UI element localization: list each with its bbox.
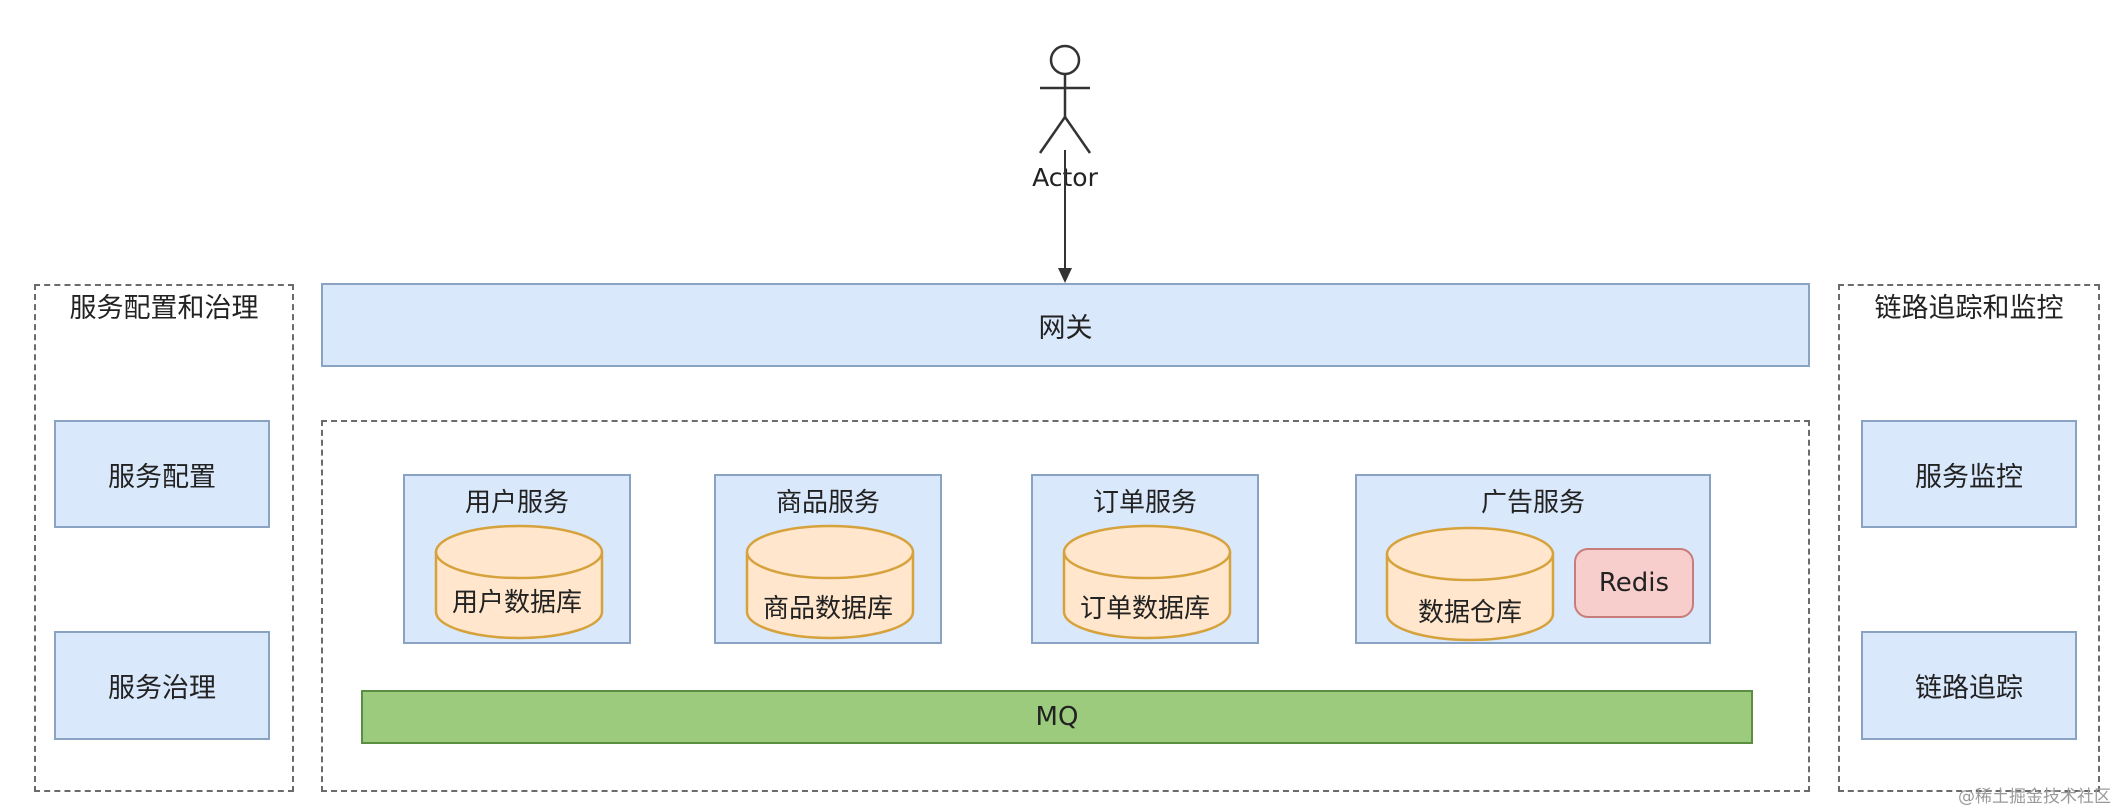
service-governance-label: 服务治理 bbox=[108, 673, 216, 704]
product-database-label: 商品数据库 bbox=[762, 594, 893, 624]
trace-label: 链路追踪 bbox=[1915, 673, 2023, 704]
order-service-box: 订单服务 订单数据库 bbox=[1031, 474, 1259, 644]
redis-cache-box: Redis bbox=[1574, 548, 1694, 618]
ad-service-title: 广告服务 bbox=[1480, 488, 1585, 518]
watermark: @稀土掘金技术社区 bbox=[1958, 787, 2111, 807]
mq-label: MQ bbox=[1035, 702, 1079, 732]
left-group-title: 服务配置和治理 bbox=[69, 293, 259, 324]
mq-bar: MQ bbox=[361, 690, 1753, 744]
product-service-box: 商品服务 商品数据库 bbox=[714, 474, 942, 644]
trace-box: 链路追踪 bbox=[1861, 631, 2077, 740]
left-group-container bbox=[34, 284, 294, 792]
services-container bbox=[321, 420, 1810, 792]
request-arrow bbox=[1058, 150, 1072, 283]
data-warehouse-label: 数据仓库 bbox=[1417, 598, 1522, 628]
product-service-title: 商品服务 bbox=[775, 488, 880, 518]
right-group-container bbox=[1838, 284, 2100, 792]
redis-cache-label: Redis bbox=[1598, 568, 1670, 598]
gateway-box: 网关 bbox=[321, 283, 1810, 367]
actor-icon bbox=[1038, 44, 1092, 154]
ad-service-box: 广告服务 数据仓库 Redis bbox=[1355, 474, 1711, 644]
order-service-title: 订单服务 bbox=[1092, 488, 1197, 518]
user-service-title: 用户服务 bbox=[464, 488, 569, 518]
service-config-label: 服务配置 bbox=[108, 461, 216, 493]
right-group-title: 链路追踪和监控 bbox=[1874, 293, 2064, 324]
order-database-icon bbox=[1062, 524, 1232, 640]
user-database-label: 用户数据库 bbox=[451, 588, 582, 618]
service-monitor-label: 服务监控 bbox=[1915, 461, 2023, 493]
data-warehouse-icon bbox=[1385, 526, 1555, 642]
gateway-label: 网关 bbox=[1038, 312, 1093, 344]
service-governance-box: 服务治理 bbox=[54, 631, 270, 740]
service-config-box: 服务配置 bbox=[54, 420, 270, 528]
user-database-icon bbox=[434, 524, 604, 640]
user-service-box: 用户服务 用户数据库 bbox=[403, 474, 631, 644]
service-monitor-box: 服务监控 bbox=[1861, 420, 2077, 528]
order-database-label: 订单数据库 bbox=[1079, 594, 1210, 624]
product-database-icon bbox=[745, 524, 915, 640]
